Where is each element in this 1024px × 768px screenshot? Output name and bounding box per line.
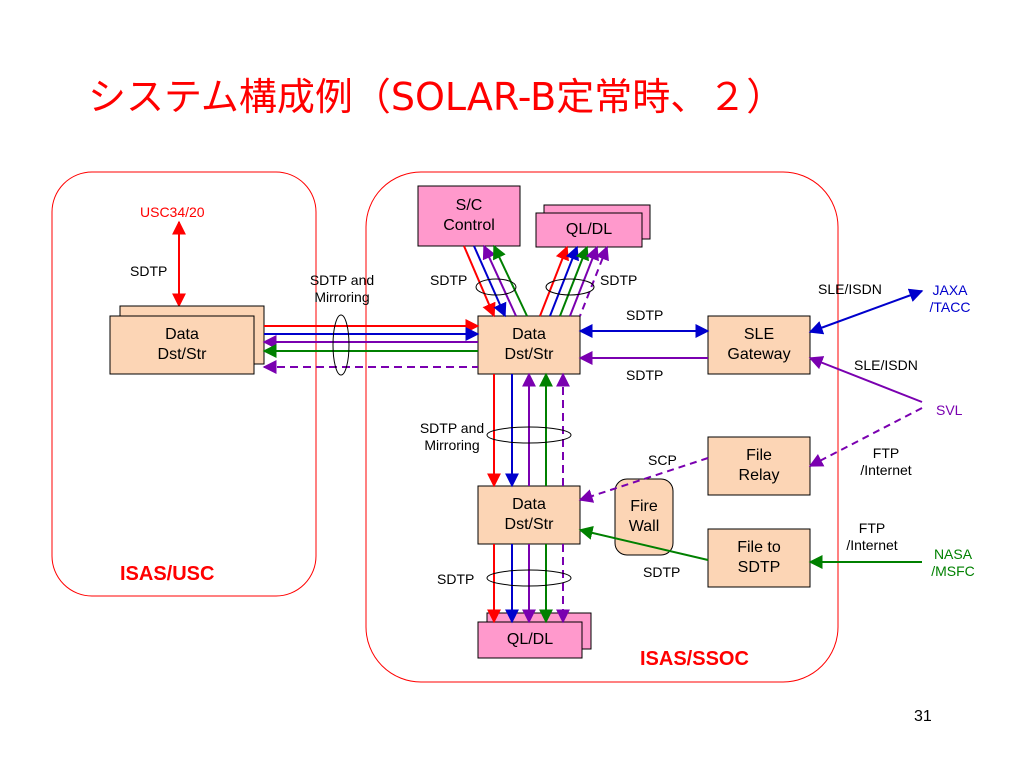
sle-isdn-1-label: SLE/ISDN (818, 281, 882, 297)
file-to-sdtp-box (707, 528, 811, 588)
qldl-top-box (535, 212, 643, 248)
data-lower-label: Data Dst/Str (504, 496, 554, 533)
usc-region (51, 171, 317, 597)
sle-gateway-label: SLE Gateway (727, 326, 791, 363)
sdtp-file-label: SDTP (643, 564, 681, 580)
sc-control-label: S/C Control (443, 197, 495, 234)
page-title: システム構成例（SOLAR-B定常時、２） (88, 75, 785, 119)
ftp-internet-2-label: FTP /Internet (846, 520, 898, 553)
usc3420-label: USC34/20 (140, 204, 205, 220)
ssoc-region-label: ISAS/SSOC (640, 648, 749, 670)
sdtp-sc-label: SDTP (430, 272, 468, 288)
file-to-sdtp-label: File to SDTP (737, 539, 781, 576)
ssoc-region (365, 171, 839, 683)
sdtp-ql-label: SDTP (600, 272, 638, 288)
fire-wall-label: Fire Wall (628, 498, 660, 535)
ssoc-data-box (477, 315, 581, 375)
sdtp-mirroring-top-label: SDTP and Mirroring (309, 272, 375, 305)
file-relay-label: File Relay (738, 447, 780, 484)
usc-region-label: ISAS/USC (120, 563, 215, 585)
sdtp-mirroring-mid-label: SDTP and Mirroring (419, 420, 485, 453)
sc-control-box (417, 185, 521, 247)
nasa-label: NASA /MSFC (931, 546, 975, 579)
sdtp-lower-label: SDTP (437, 571, 475, 587)
svl-label: SVL (936, 402, 963, 418)
ftp-internet-1-label: FTP /Internet (860, 445, 912, 478)
sdtp-usc-label: SDTP (130, 263, 168, 279)
page-number: 31 (914, 708, 932, 725)
fire-wall-box (614, 478, 674, 556)
scp-label: SCP (648, 452, 677, 468)
sle-isdn-2-label: SLE/ISDN (854, 357, 918, 373)
sle-gateway-box (707, 315, 811, 375)
usc-data-box (109, 315, 255, 375)
usc-data-label: Data Dst/Str (157, 326, 207, 363)
qldl-bottom-label: QL/DL (506, 631, 554, 648)
qldl-bottom-box (477, 621, 583, 659)
qldl-top-label: QL/DL (565, 221, 613, 238)
jaxa-label: JAXA /TACC (929, 282, 971, 315)
ssoc-data-label: Data Dst/Str (504, 326, 554, 363)
sdtp-sle-bottom-label: SDTP (626, 367, 664, 383)
sdtp-sle-top-label: SDTP (626, 307, 664, 323)
file-relay-box (707, 436, 811, 496)
